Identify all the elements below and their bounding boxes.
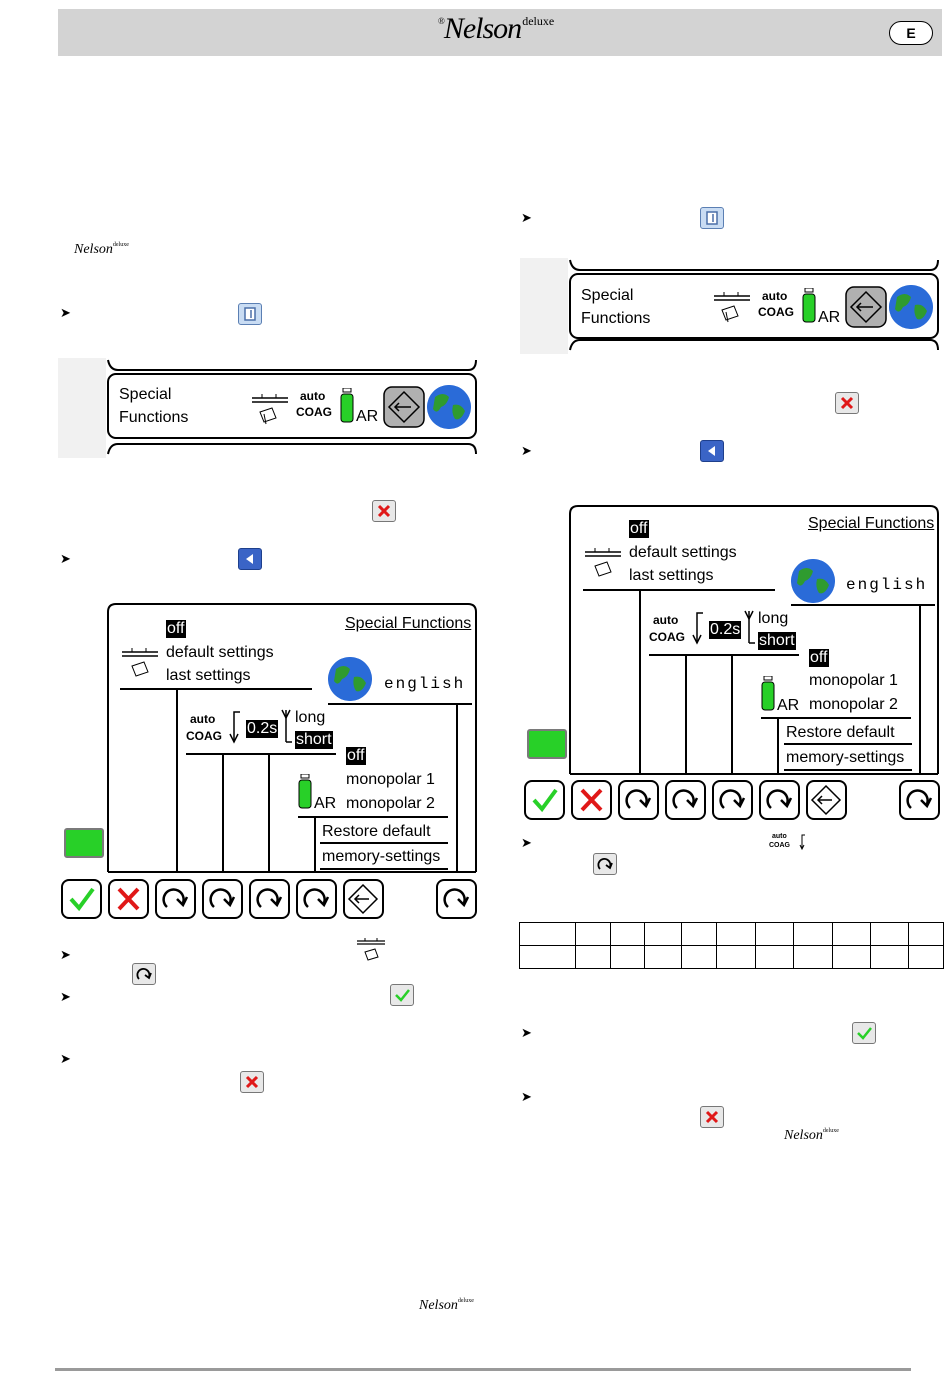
rotate-button[interactable]	[249, 879, 290, 919]
arrow-up-icon	[229, 711, 240, 744]
bullet-arrow-icon: ➤	[521, 835, 532, 850]
pedal-icon	[122, 648, 158, 677]
rotate-button[interactable]	[759, 780, 800, 820]
rotate-button[interactable]	[618, 780, 659, 820]
bullet-arrow-icon: ➤	[521, 1025, 532, 1040]
close-icon	[835, 392, 859, 414]
confirm-button[interactable]	[524, 780, 565, 820]
screen-strip-left: Special Functions auto COAG AR	[58, 358, 478, 458]
footer-divider	[55, 1368, 911, 1371]
arrow-down-icon	[744, 610, 755, 644]
pedal-icon	[585, 548, 621, 577]
brand-logo: ®Nelsondeluxe	[438, 12, 555, 45]
pedal-icon	[714, 292, 750, 323]
empty-table	[518, 922, 944, 969]
rotate-icon	[593, 853, 617, 875]
exchange-icon	[845, 286, 887, 328]
bullet-arrow-icon: ➤	[521, 443, 532, 458]
table-row	[518, 922, 944, 946]
pedal-icon	[252, 394, 288, 425]
status-indicator	[64, 828, 104, 858]
menu-icon	[700, 207, 724, 229]
special-functions-screen-right: off default settings last settings Speci…	[520, 504, 942, 826]
rotate-button[interactable]	[436, 879, 477, 919]
inline-brand-logo: Nelsondeluxe	[784, 1128, 839, 1143]
gas-bottle-icon	[761, 676, 775, 711]
confirm-icon	[390, 984, 414, 1006]
bullet-arrow-icon: ➤	[60, 1051, 71, 1066]
status-indicator	[527, 729, 567, 759]
exchange-button[interactable]	[343, 879, 384, 919]
page-header	[58, 9, 942, 56]
inline-brand-logo: Nelsondeluxe	[419, 1298, 474, 1313]
exchange-icon	[383, 386, 425, 428]
cancel-button[interactable]	[571, 780, 612, 820]
screen-strip-right: Special Functions auto COAG AR	[520, 258, 940, 354]
confirm-button[interactable]	[61, 879, 102, 919]
bullet-arrow-icon: ➤	[521, 1089, 532, 1104]
rotate-button[interactable]	[712, 780, 753, 820]
back-icon	[238, 548, 262, 570]
confirm-icon	[852, 1022, 876, 1044]
rotate-icon	[132, 963, 156, 985]
close-icon	[240, 1071, 264, 1093]
gas-bottle-icon	[802, 288, 816, 323]
rotate-button[interactable]	[899, 780, 940, 820]
close-icon	[372, 500, 396, 522]
rotate-button[interactable]	[155, 879, 196, 919]
cancel-button[interactable]	[108, 879, 149, 919]
close-icon	[700, 1106, 724, 1128]
rotate-button[interactable]	[296, 879, 337, 919]
screen-frame	[107, 603, 477, 873]
menu-icon	[238, 303, 262, 325]
table-row	[518, 945, 944, 969]
arrow-up-icon	[692, 612, 703, 645]
inline-brand-logo: Nelsondeluxe	[74, 242, 129, 257]
bullet-arrow-icon: ➤	[60, 989, 71, 1004]
bullet-arrow-icon: ➤	[521, 210, 532, 225]
language-badge: E	[889, 21, 933, 45]
exchange-button[interactable]	[806, 780, 847, 820]
bullet-arrow-icon: ➤	[60, 551, 71, 566]
rotate-button[interactable]	[665, 780, 706, 820]
back-icon	[700, 440, 724, 462]
gas-bottle-icon	[340, 388, 354, 423]
globe-icon	[791, 559, 835, 603]
bullet-arrow-icon: ➤	[60, 305, 71, 320]
special-functions-screen-left: off default settings last settings Speci…	[58, 602, 480, 924]
screen-frame	[569, 505, 939, 775]
pedal-icon	[357, 938, 385, 961]
globe-icon	[889, 285, 933, 329]
bullet-arrow-icon: ➤	[60, 947, 71, 962]
gas-bottle-icon	[298, 774, 312, 809]
arrow-down-icon	[281, 709, 292, 743]
rotate-button[interactable]	[202, 879, 243, 919]
auto-coag-inline-icon: auto COAG	[768, 833, 812, 857]
globe-icon	[427, 385, 471, 429]
globe-icon	[328, 657, 372, 701]
